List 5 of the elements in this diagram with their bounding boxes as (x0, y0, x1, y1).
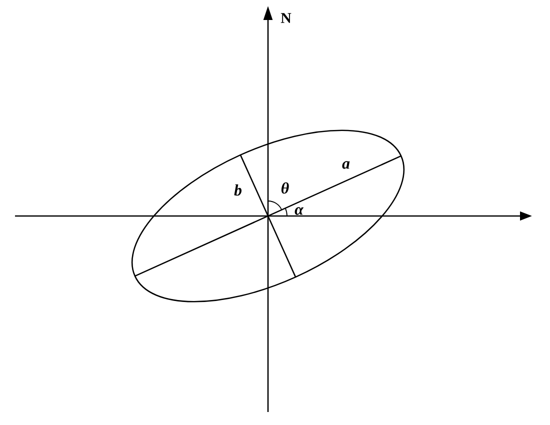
semi-axis-label: b (234, 184, 242, 196)
semi-axis-label: a (342, 161, 350, 169)
angle-label: θ (281, 182, 289, 194)
angle-label: α (294, 207, 304, 215)
axis-label: N (280, 13, 292, 23)
